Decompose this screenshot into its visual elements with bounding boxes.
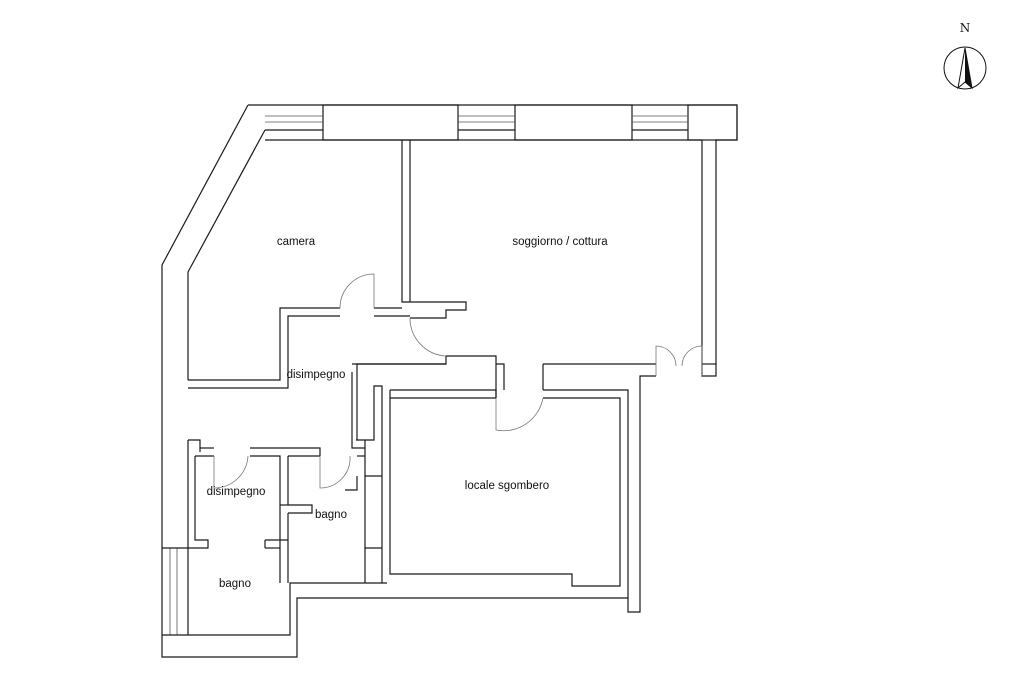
room-label-bagno-large: bagno [219, 578, 251, 590]
north-arrow-icon [943, 46, 987, 90]
room-label-disimpegno-upper: disimpegno [287, 369, 346, 381]
room-label-disimpegno-lower: disimpegno [207, 486, 266, 498]
exterior-walls [161, 104, 738, 658]
north-label: N [960, 21, 971, 35]
room-label-soggiorno: soggiorno / cottura [512, 236, 608, 248]
room-labels: camera soggiorno / cottura disimpegno di… [207, 236, 609, 590]
doors [213, 273, 703, 489]
room-label-locale-sgombero: locale sgombero [465, 480, 549, 492]
north-arrow: N [943, 21, 987, 90]
room-label-bagno-small: bagno [315, 509, 347, 521]
interior-walls [188, 140, 716, 598]
room-label-camera: camera [277, 236, 316, 248]
